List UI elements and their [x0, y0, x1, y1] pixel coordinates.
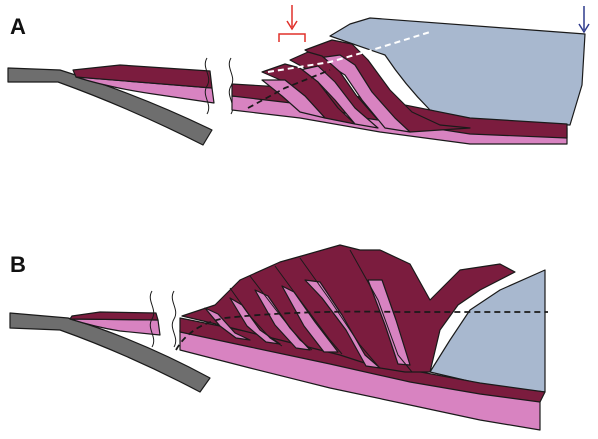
panel-a: A — [8, 5, 589, 145]
arrow-down-icon — [579, 6, 589, 32]
panel-b-label: B — [10, 252, 26, 277]
panel-b-incoming-upper-layer — [70, 312, 158, 320]
panel-a-label: A — [10, 14, 26, 39]
panel-b: B — [10, 245, 548, 430]
arrow-down-icon — [279, 5, 305, 42]
panel-b-break-mark-right — [172, 291, 175, 347]
